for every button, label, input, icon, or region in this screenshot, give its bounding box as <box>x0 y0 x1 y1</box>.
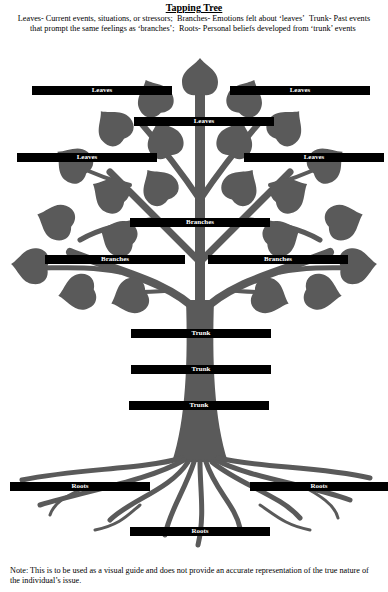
label-bar: Leaves <box>32 86 172 95</box>
label-bar: Leaves <box>230 86 370 95</box>
bar-label: Trunk <box>190 402 209 409</box>
label-bar: Roots <box>130 527 270 536</box>
bar-label: Leaves <box>92 87 113 94</box>
legend-description: Leaves- Current events, situations, or s… <box>14 14 374 34</box>
description-text: Roots- Personal beliefs developed from ‘… <box>179 24 356 33</box>
label-bar: Leaves <box>134 117 274 126</box>
label-bar: Leaves <box>244 153 384 162</box>
bar-label: Leaves <box>304 154 325 161</box>
bar-label: Roots <box>191 528 208 535</box>
bar-label: Roots <box>71 483 88 490</box>
bar-label: Branches <box>264 256 292 263</box>
bar-label: Leaves <box>290 87 311 94</box>
bar-label: Leaves <box>194 118 215 125</box>
description-text: Branches- Emotions felt about ‘leaves’ <box>177 14 305 23</box>
description-text: Leaves- Current events, situations, or s… <box>18 14 173 23</box>
title: Tapping Tree <box>0 2 388 13</box>
label-bar: Roots <box>10 482 150 491</box>
bar-label: Branches <box>101 256 129 263</box>
label-bar: Branches <box>45 255 185 264</box>
bar-label: Trunk <box>192 366 211 373</box>
bar-label: Trunk <box>192 330 211 337</box>
label-bar: Trunk <box>131 365 271 374</box>
label-bar: Trunk <box>131 329 271 338</box>
label-bar: Trunk <box>129 401 269 410</box>
label-bar: Branches <box>208 255 348 264</box>
label-bar: Leaves <box>17 153 157 162</box>
bar-label: Branches <box>186 219 214 226</box>
bar-label: Leaves <box>77 154 98 161</box>
label-bar: Branches <box>130 218 270 227</box>
label-bar: Roots <box>250 482 388 491</box>
bar-label: Roots <box>310 483 327 490</box>
note-caption: Note: This is to be used as a visual gui… <box>10 566 378 587</box>
